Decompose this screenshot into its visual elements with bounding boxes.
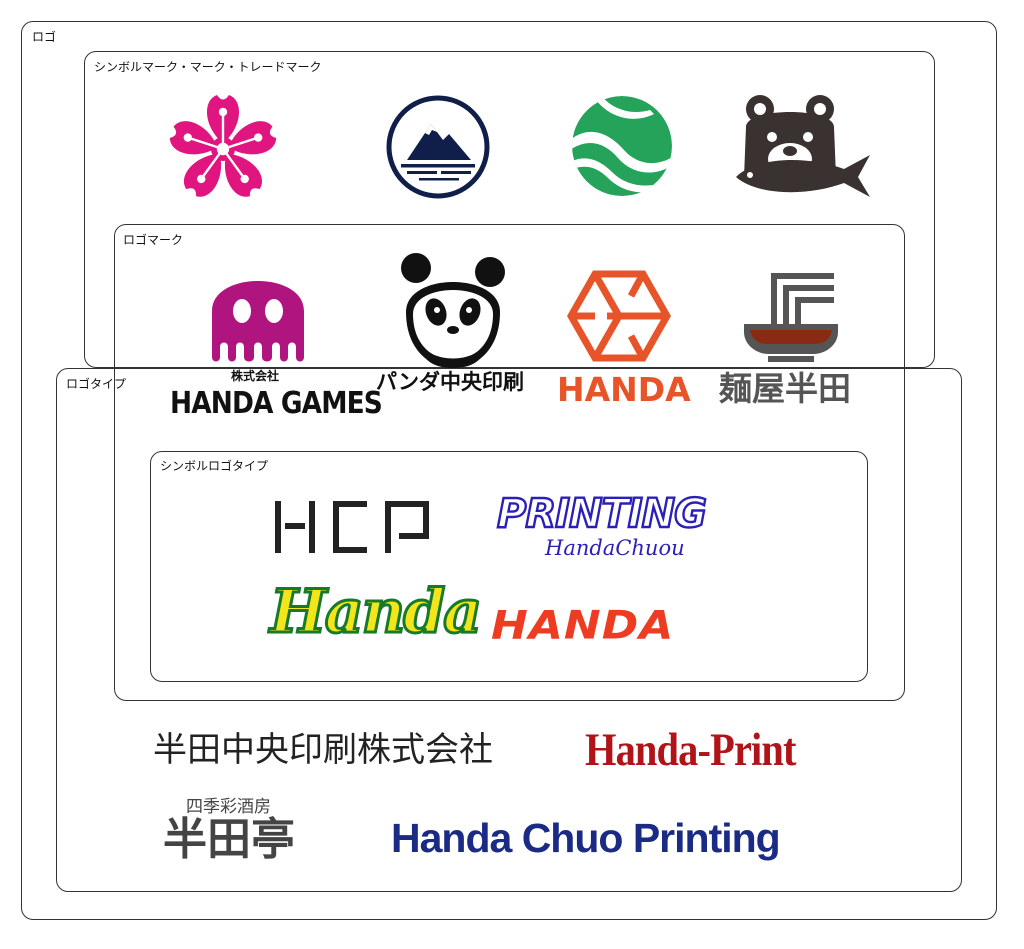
logo-mark-box (114, 224, 905, 701)
logo-mark-label: ロゴマーク (123, 233, 184, 247)
logotype-label: ロゴタイプ (66, 377, 127, 391)
handa-script-logotype: Handa (268, 577, 483, 647)
bear-fish-icon (736, 93, 872, 203)
shikisai-shubo-label: 四季彩酒房 (186, 797, 271, 817)
logotype-box (56, 368, 962, 892)
noodle-bowl-icon (744, 270, 838, 364)
symbol-mark-label: シンボルマーク・マーク・トレードマーク (94, 60, 322, 74)
handa-orange-wordmark: HANDA (557, 370, 691, 409)
mountain-circle-icon (385, 94, 491, 200)
hcp-logotype (275, 499, 431, 555)
menya-handa-wordmark: 麺屋半田 (719, 369, 851, 408)
logo-label: ロゴ (32, 30, 57, 44)
panda-wordmark: パンダ中央印刷 (376, 370, 525, 394)
symbol-logotype-label: シンボルロゴタイプ (160, 459, 269, 473)
green-wave-ball-icon (570, 94, 674, 198)
handa-red-logotype: HANDA (491, 602, 675, 649)
sakura-flower-icon (167, 93, 279, 205)
symbol-logotype-box (150, 451, 868, 682)
printing-logotype: PRINTING (496, 491, 708, 537)
handa-games-wordmark: HANDA GAMES (170, 386, 383, 421)
handa-print-logotype: Handa-Print (585, 724, 796, 776)
symbol-mark-box (84, 51, 935, 368)
handa-chuo-printing-logotype: Handa Chuo Printing (391, 815, 781, 861)
handa-games-company-label: 株式会社 (231, 369, 280, 383)
hexagon-shutter-icon (567, 270, 671, 362)
handatei-logotype: 半田亭 (163, 814, 295, 865)
panda-icon (400, 250, 506, 370)
logo-box (21, 21, 997, 920)
handa-chuo-insatsu-logotype: 半田中央印刷株式会社 (153, 730, 493, 770)
handachuou-script: HandaChuou (545, 536, 685, 560)
ghost-icon (212, 265, 304, 363)
